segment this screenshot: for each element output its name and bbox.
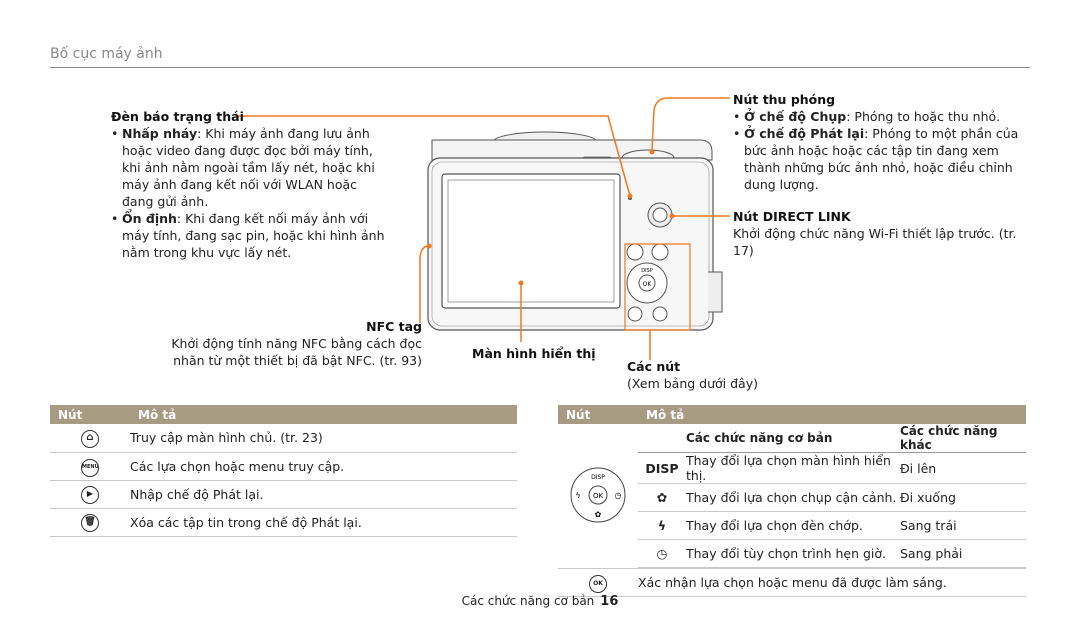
table-row: OK Xác nhận lựa chọn hoặc menu đã được l… (558, 568, 1026, 597)
sub-row: ϟ Thay đổi lựa chọn đèn chớp. Sang trái (638, 511, 1026, 540)
sub-row-other: Đi lên (899, 452, 1026, 484)
menu-icon: MENU (81, 458, 99, 477)
table-row: OK DISP ϟ ◷ ✿ Các chức năng cơ bản Các c… (558, 424, 1026, 569)
svg-text:◷: ◷ (615, 491, 622, 500)
list-item: Ở chế độ Phát lại: Phóng to một phần của… (733, 125, 1033, 193)
callout-desc: (Xem bảng dưới đây) (627, 376, 758, 391)
col-header-button: Nút (558, 405, 638, 424)
callout-title: Nút thu phóng (733, 92, 836, 107)
callout-title: NFC tag (366, 319, 422, 334)
table-row: MENU Các lựa chọn hoặc menu truy cập. (50, 452, 517, 481)
callout-desc: Khởi động chức năng Wi-Fi thiết lập trướ… (733, 226, 1017, 258)
macro-icon: ✿ (638, 483, 686, 512)
callout-buttons: Các nút (Xem bảng dưới đây) (627, 358, 758, 392)
row-desc: Xóa các tập tin trong chế độ Phát lại. (130, 508, 517, 537)
ok-icon: OK (589, 574, 607, 593)
table-row: ⌂ Truy cập màn hình chủ. (tr. 23) (50, 424, 517, 453)
sub-row: ◷ Thay đổi tùy chọn trình hẹn giờ. Sang … (638, 539, 1026, 568)
sub-row-basic: Thay đổi lựa chọn đèn chớp. (686, 511, 900, 540)
callout-direct-link: Nút DIRECT LINK Khởi động chức năng Wi-F… (733, 208, 1018, 259)
delete-icon: 🗑 (81, 514, 99, 532)
page-footer: Các chức năng cơ bản 16 (0, 594, 1080, 609)
dial-ok-label: OK (593, 492, 604, 500)
callout-title: Nút DIRECT LINK (733, 209, 851, 224)
list-item: Ổn định: Khi đang kết nối máy ảnh với má… (111, 210, 389, 261)
callout-title: Đèn báo trạng thái (111, 109, 244, 124)
sub-row-basic: Thay đổi lựa chọn chụp cận cảnh. (686, 483, 900, 512)
row-desc: Nhập chế độ Phát lại. (130, 480, 517, 509)
svg-text:DISP: DISP (641, 268, 653, 274)
home-icon: ⌂ (81, 429, 99, 448)
function-subtable: Các chức năng cơ bản Các chức năng khác … (638, 424, 1026, 568)
callout-screen: Màn hình hiển thị (472, 345, 596, 362)
callout-status-lamp: Đèn báo trạng thái Nhấp nháy: Khi máy ản… (111, 108, 389, 261)
disp-icon: DISP (638, 452, 686, 484)
sub-row-other: Sang trái (899, 511, 1026, 540)
svg-text:✿: ✿ (595, 510, 602, 519)
table-row: 🗑 Xóa các tập tin trong chế độ Phát lại. (50, 508, 517, 537)
sub-header-basic: Các chức năng cơ bản (686, 424, 900, 453)
list-item: Nhấp nháy: Khi máy ảnh đang lưu ảnh hoặc… (111, 125, 389, 210)
row-desc: Các lựa chọn hoặc menu truy cập. (130, 452, 517, 481)
sub-row-basic: Thay đổi tùy chọn trình hẹn giờ. (686, 539, 900, 568)
sub-row-other: Đi xuống (899, 483, 1026, 512)
title-divider (50, 67, 1030, 68)
page-number: 16 (600, 594, 619, 609)
callout-title: Màn hình hiển thị (472, 346, 596, 361)
col-header-desc: Mô tả (638, 405, 1026, 424)
flash-icon: ϟ (638, 511, 686, 540)
svg-text:OK: OK (643, 281, 653, 288)
left-button-table: Nút Mô tả ⌂ Truy cập màn hình chủ. (tr. … (50, 405, 517, 537)
row-desc: Xác nhận lựa chọn hoặc menu đã được làm … (638, 568, 1026, 597)
timer-icon: ◷ (638, 539, 686, 568)
row-desc: Truy cập màn hình chủ. (tr. 23) (130, 424, 517, 453)
sub-header-other: Các chức năng khác (899, 424, 1026, 453)
footer-text: Các chức năng cơ bản (461, 594, 595, 608)
callout-title: Các nút (627, 359, 681, 374)
page-section-title: Bố cục máy ảnh (50, 46, 163, 62)
sub-row-basic: Thay đổi lựa chọn màn hình hiển thị. (686, 452, 900, 484)
callout-zoom: Nút thu phóng Ở chế độ Chụp: Phóng to ho… (733, 91, 1033, 193)
playback-icon: ▶ (81, 486, 99, 504)
svg-text:ϟ: ϟ (575, 491, 580, 500)
callout-desc: Khởi động tính năng NFC bằng cách đọc nh… (171, 336, 422, 368)
list-item: Ở chế độ Chụp: Phóng to hoặc thu nhỏ. (733, 108, 1033, 125)
sub-row: ✿ Thay đổi lựa chọn chụp cận cảnh. Đi xu… (638, 483, 1026, 512)
navigation-dial-icon: OK DISP ϟ ◷ ✿ (570, 467, 626, 522)
sub-row-other: Sang phải (899, 539, 1026, 568)
right-button-table: Nút Mô tả OK DISP ϟ ◷ ✿ Các chức năng cơ… (558, 405, 1026, 597)
callout-nfc: NFC tag Khởi động tính năng NFC bằng các… (170, 318, 422, 369)
dial-disp-label: DISP (591, 474, 605, 481)
sub-row: DISP Thay đổi lựa chọn màn hình hiển thị… (638, 452, 1026, 484)
table-row: ▶ Nhập chế độ Phát lại. (50, 480, 517, 509)
col-header-button: Nút (50, 405, 130, 424)
col-header-desc: Mô tả (130, 405, 517, 424)
